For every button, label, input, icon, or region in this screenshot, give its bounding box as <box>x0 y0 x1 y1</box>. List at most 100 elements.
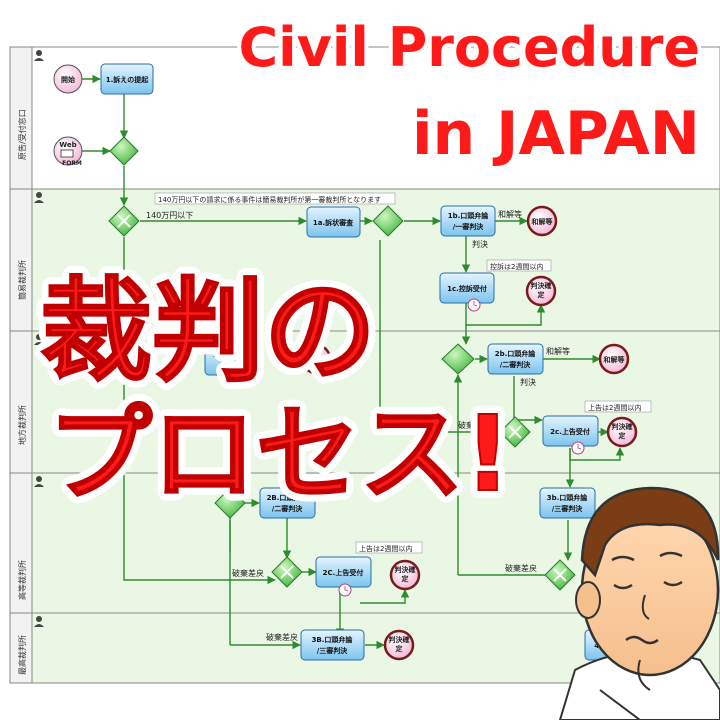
task-label-line2: /一審判決 <box>218 361 250 370</box>
title-line1-outline: Civil Procedure <box>239 16 700 79</box>
task-3b-oral-argument: 3b.口頭弁論 /三審判決 <box>539 487 596 519</box>
lane-label-supreme-court: 最高裁判所 <box>17 635 27 675</box>
lane-label-plaintiff: 原告/受付窓口 <box>17 109 27 160</box>
lane-label-summary-court: 簡易裁判所 <box>17 260 27 300</box>
end-label-line2: 定 <box>396 644 403 653</box>
task-label-line2: /三審判決 <box>317 646 349 655</box>
end-label: 和解等 <box>531 217 553 226</box>
task-1b-oral-argument: 1b.口頭弁論 /一審判決 <box>440 205 496 237</box>
start-label: 開始 <box>61 75 75 84</box>
web-form-event: Web FORM <box>53 136 83 167</box>
web-form-label-bottom: FORM <box>62 160 82 167</box>
note-jokoku-2weeks-2: 上告は2週間以内 <box>359 544 412 553</box>
task-2C-jokoku-intake: 2C.上告受付 <box>315 556 372 597</box>
end-event-judgment: 判決確 定 <box>525 275 557 307</box>
title-japanese: 裁判の 裁判の プロセス! プロセス! <box>32 259 519 523</box>
end-label-line1: 判決確 <box>612 422 633 431</box>
task-label-line1: 1B.口頭弁論 <box>213 350 255 359</box>
flow-label-remand-4: 破棄差戻 <box>266 632 298 642</box>
flow-label-le140: 140万円以下 <box>146 211 193 220</box>
gateways <box>108 136 576 591</box>
annotations: 140万円以下の請求に係る事件は簡易裁判所が第一審裁判所となります 140万円以… <box>146 192 652 642</box>
task-1a-review: 1a.訴状審査 <box>306 206 361 238</box>
end-label-line1: 判決確 <box>389 635 410 644</box>
task-1B-oral-argument: 1B.口頭弁論 /一審判決 <box>204 344 263 376</box>
lane-label-high-court: 高等裁判所 <box>17 560 27 600</box>
task-label-line2: /一審判決 <box>453 222 485 231</box>
gateway <box>441 343 475 375</box>
title-english: Civil Procedure Civil Procedure in JAPAN… <box>235 12 704 173</box>
person-icon <box>34 476 44 487</box>
end-label-line1: 判決確 <box>395 565 416 574</box>
task-label-line2: /二審判決 <box>272 504 304 513</box>
gateway-exclusive <box>108 205 140 237</box>
web-form-label-top: Web <box>59 141 76 149</box>
flow-label-judgment-2: 判決 <box>520 377 536 387</box>
task-label: 2c.上告受付 <box>550 427 590 436</box>
person-icons <box>34 50 44 627</box>
gateway-exclusive <box>271 556 303 588</box>
end-event-settlement: 和解等 <box>300 343 332 375</box>
envelope-icon <box>60 149 74 158</box>
gateway-exclusive <box>544 559 576 591</box>
task-1-filing: 1.訴えの提起 <box>100 63 154 95</box>
gateway-exclusive <box>499 416 531 448</box>
end-event-judgment: 判決確 定 <box>383 629 415 661</box>
jp-line2-outline: プロセス! <box>48 393 511 515</box>
end-events: 和解等 判決確 定 和解等 和解等 判決確 定 判決確 定 判決確 定 <box>300 205 638 661</box>
flow-label-settle-2: 和解等 <box>268 346 292 356</box>
title-line1: Civil Procedure <box>239 16 700 79</box>
task-label: 1c.控訴受付 <box>447 284 487 293</box>
end-label: 和解等 <box>305 355 327 364</box>
task-1c-appeal-intake: 1c.控訴受付 <box>439 272 495 312</box>
jp-line1-outline: 裁判の <box>40 267 376 397</box>
note-appeal-2weeks: 控訴は2週間以内 <box>490 262 543 271</box>
task-label: 1.訴えの提起 <box>106 75 150 84</box>
lane-label-district-court: 地方裁判所 <box>17 405 27 445</box>
end-event-settlement: 和解等 <box>598 343 630 375</box>
flow-label-settle: 和解等 <box>498 209 522 219</box>
flow-label-remand-3: 破棄差戻 <box>505 563 537 573</box>
jp-line1: 裁判の <box>40 267 376 397</box>
task-label-line1: 3B.口頭弁論 <box>312 635 354 644</box>
task-label-line1: 2b.口頭弁論 <box>495 349 537 358</box>
end-label-line1: 判決確 <box>531 281 552 290</box>
end-label-line2: 定 <box>619 431 626 440</box>
title-line2-outline: in JAPAN <box>412 99 700 169</box>
person-icon <box>34 192 44 203</box>
worried-character-illustration <box>558 486 720 720</box>
title-line2: in JAPAN <box>412 99 700 169</box>
lane-labels: 原告/受付窓口 簡易裁判所 地方裁判所 高等裁判所 最高裁判所 <box>17 109 27 675</box>
flow-label-judgment: 判決 <box>472 239 488 249</box>
task-label-line2: /二審判決 <box>500 360 532 369</box>
sequence-flows <box>80 74 625 650</box>
task-label: 2C.上告受付 <box>323 568 364 577</box>
flow-label-remand-2: 破棄差戻 <box>232 568 264 578</box>
end-event-judgment: 判決確 定 <box>606 416 638 448</box>
flow-label-remand-1: 破棄差戻 <box>458 420 490 430</box>
task-label-line1: 3b.口頭弁論 <box>547 493 589 502</box>
end-label-line2: 定 <box>402 574 409 583</box>
flow-label-settle-3: 和解等 <box>546 346 570 356</box>
task-2b-oral-argument: 2b.口頭弁論 /二審判決 <box>487 343 544 375</box>
jp-line2: プロセス! <box>48 393 511 515</box>
gateway-exclusive <box>159 358 181 380</box>
task-2B-oral-argument: 2B.口頭弁論 /二審判決 <box>259 487 316 519</box>
gateway <box>214 487 246 519</box>
gateway <box>372 205 404 237</box>
gateway <box>109 136 139 166</box>
task-2c-jokoku-intake: 2c.上告受付 <box>542 415 599 455</box>
task-label-line2: /三審判決 <box>552 504 584 513</box>
task-3B-oral-argument: 3B.口頭弁論 /三審判決 <box>300 629 365 661</box>
task-label-line1: 2B.口頭弁論 <box>267 493 309 502</box>
person-icon <box>34 50 44 61</box>
note-140: 140万円以下の請求に係る事件は簡易裁判所が第一審裁判所となります <box>158 195 381 204</box>
end-label-line2: 定 <box>538 290 545 299</box>
end-label: 和解等 <box>603 355 625 364</box>
start-event: 開始 <box>53 64 83 94</box>
end-event-judgment: 判決確 定 <box>389 559 421 591</box>
end-event-settlement: 和解等 <box>526 205 558 237</box>
task-label: 1a.訴状審査 <box>313 218 354 227</box>
person-icon <box>34 616 44 627</box>
